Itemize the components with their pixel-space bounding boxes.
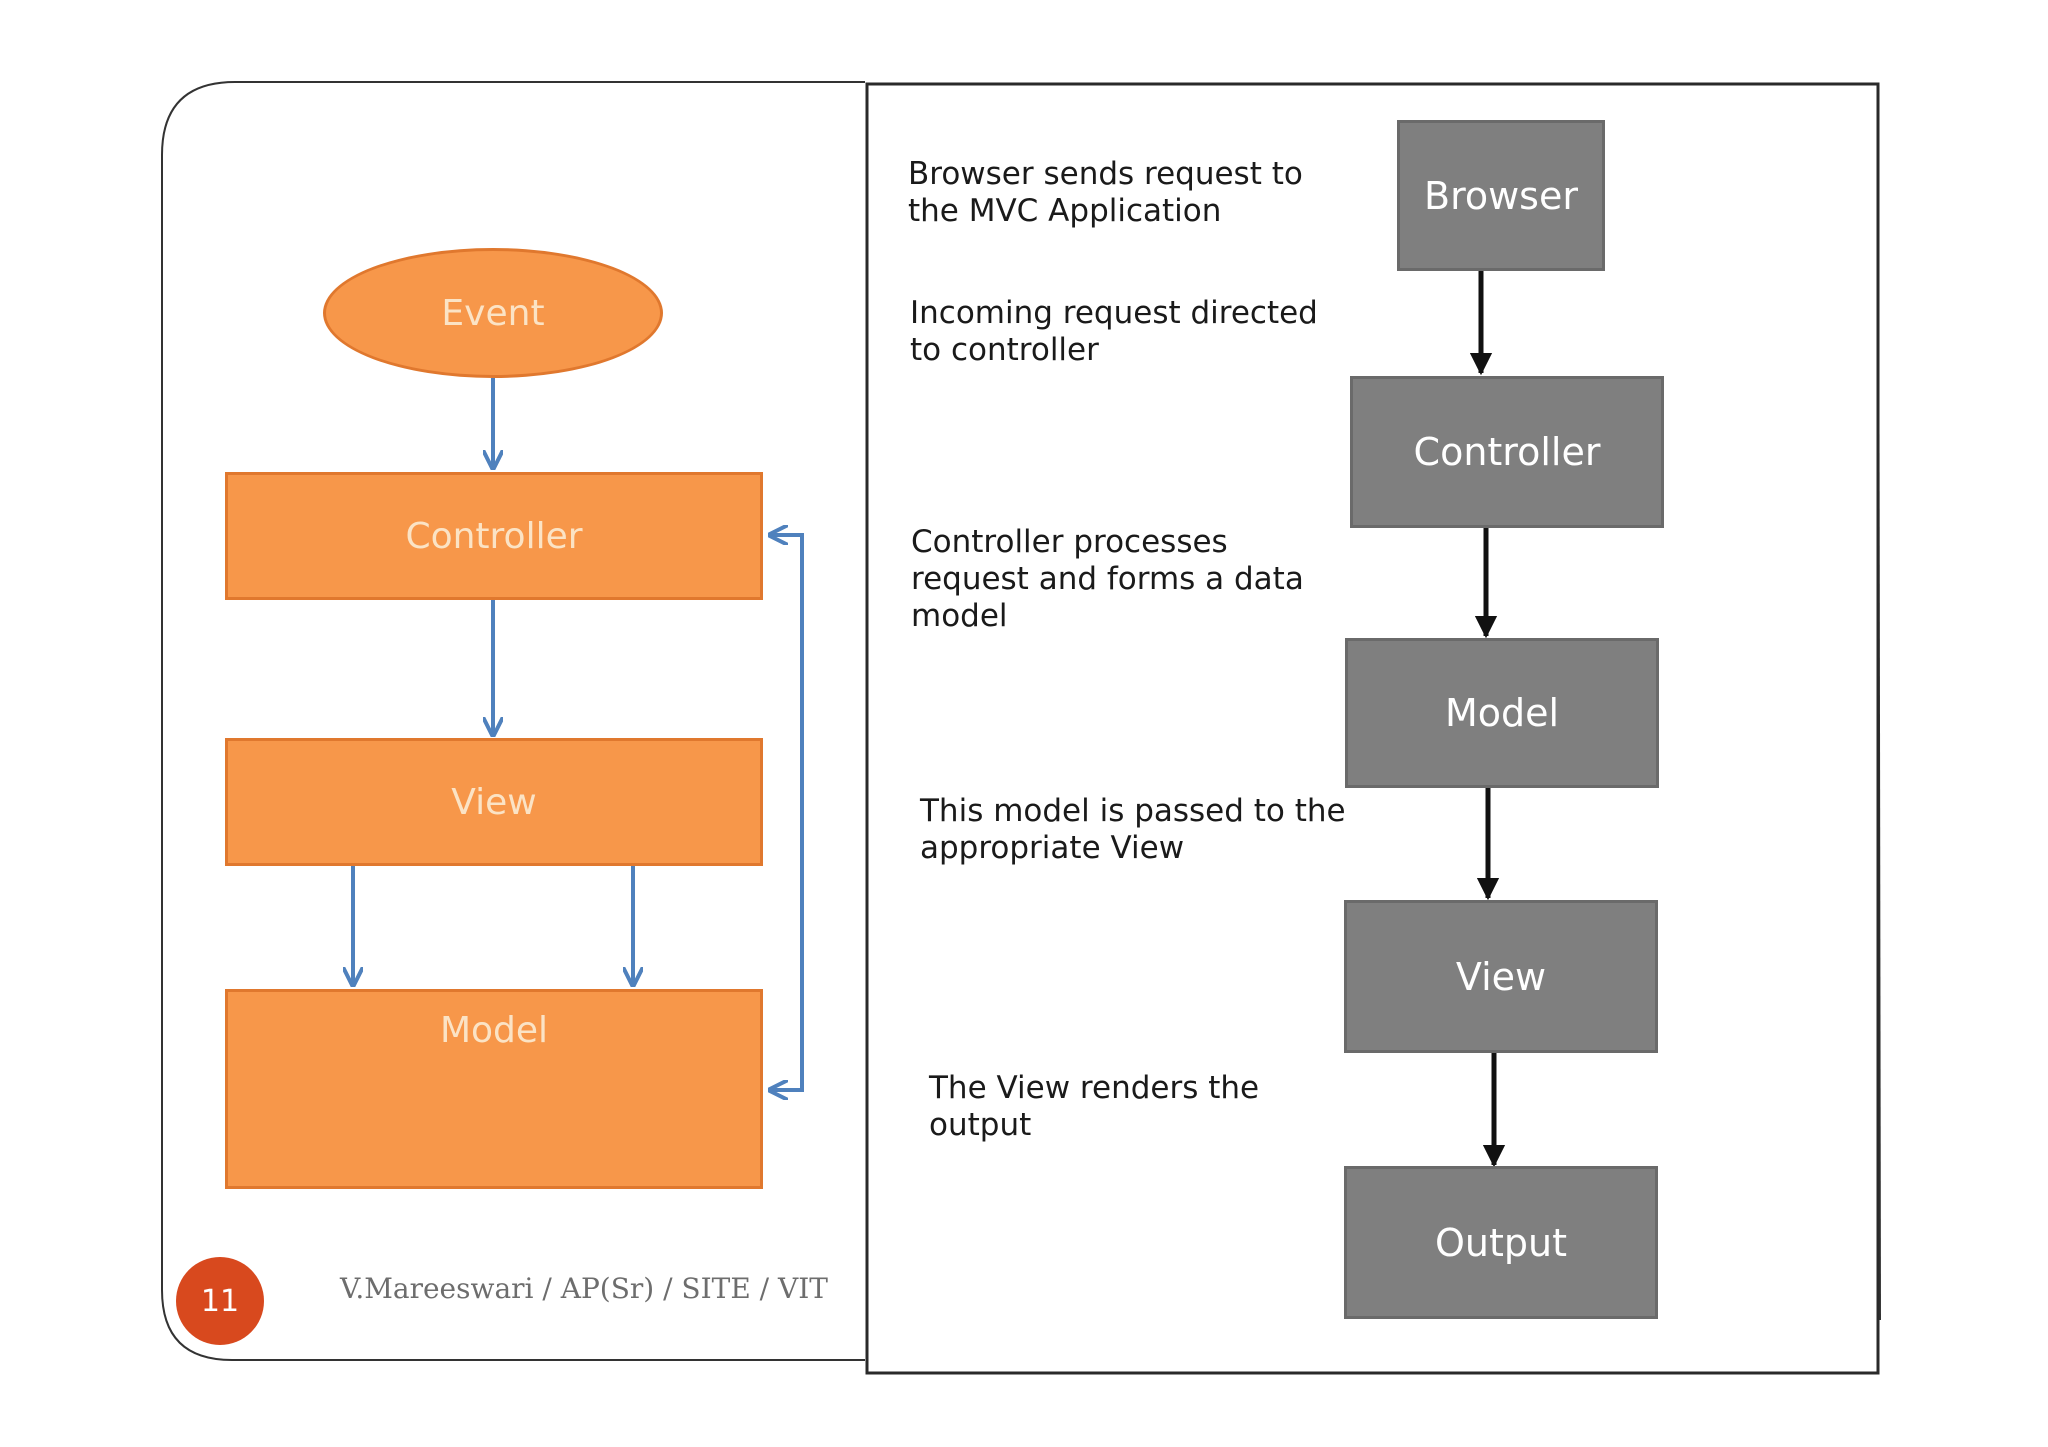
output-box-label: Output — [1435, 1220, 1567, 1265]
slide-number: 11 — [200, 1283, 240, 1319]
controller-box: Controller — [1350, 376, 1664, 528]
controller-node: Controller — [225, 472, 763, 600]
step-text-incoming: Incoming request directed to controller — [910, 295, 1318, 368]
model-node: Model — [225, 989, 763, 1189]
model-box: Model — [1345, 638, 1659, 788]
step-text-browser: Browser sends request to the MVC Applica… — [908, 156, 1303, 229]
right-diagram-arrows — [1469, 271, 1506, 1168]
step-text-view: The View renders the output — [929, 1070, 1260, 1143]
output-box: Output — [1344, 1166, 1658, 1319]
event-label: Event — [441, 292, 545, 334]
step-text-model: This model is passed to the appropriate … — [920, 793, 1346, 866]
browser-node: Browser — [1397, 120, 1605, 271]
model-label: Model — [439, 1010, 549, 1051]
controller-box-label: Controller — [1413, 430, 1601, 474]
slide-border — [161, 81, 865, 1361]
view-label: View — [451, 781, 537, 823]
controller-label: Controller — [405, 515, 583, 557]
arrow-model-controller-loop — [770, 535, 804, 1092]
step-text-controller: Controller processes request and forms a… — [911, 524, 1304, 634]
slide-number-badge: 11 — [176, 1257, 264, 1345]
browser-label: Browser — [1424, 173, 1578, 218]
footer-author: V.Mareeswari / AP(Sr) / SITE / VIT — [340, 1272, 828, 1305]
model-box-label: Model — [1444, 691, 1560, 735]
view-box: View — [1344, 900, 1658, 1053]
view-node: View — [225, 738, 763, 866]
event-node: Event — [323, 248, 663, 378]
view-box-label: View — [1455, 954, 1547, 999]
left-diagram-arrows — [353, 378, 804, 1092]
